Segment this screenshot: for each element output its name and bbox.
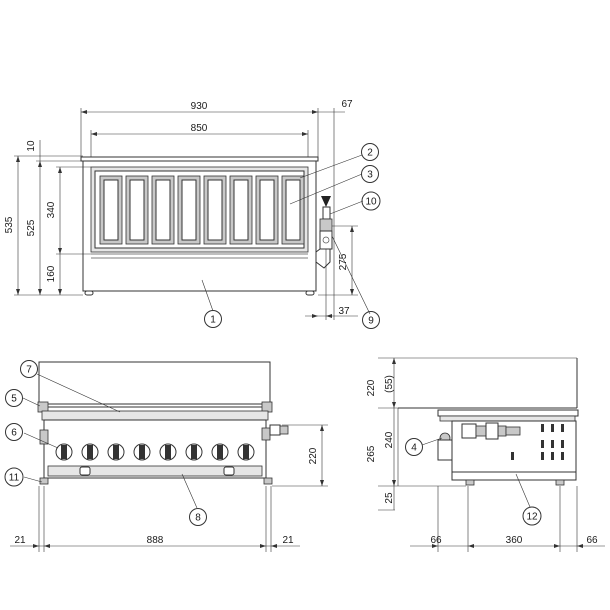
dim-side-depth: 360 — [506, 535, 523, 546]
dim-side-right: 66 — [586, 535, 598, 546]
svg-text:8: 8 — [195, 513, 201, 524]
svg-text:6: 6 — [11, 428, 17, 439]
callout-10: 10 — [361, 191, 381, 211]
callout-1: 1 — [204, 310, 222, 328]
callout-9: 9 — [362, 311, 380, 329]
front-view: 930 850 67 — [4, 99, 371, 320]
svg-text:12: 12 — [526, 512, 538, 523]
side-vents — [511, 424, 564, 460]
dim-side-left: 66 — [430, 535, 442, 546]
dim-right-margin: 21 — [282, 535, 294, 546]
dim-side-height: 265 — [366, 445, 377, 462]
svg-text:2: 2 — [367, 148, 373, 159]
callout-12: 12 — [522, 506, 542, 526]
dim-side-foot: 25 — [384, 492, 395, 504]
callout-6: 6 — [5, 423, 23, 441]
svg-text:10: 10 — [365, 197, 377, 208]
svg-text:7: 7 — [26, 365, 32, 376]
control-knobs — [55, 443, 255, 461]
callout-7: 7 — [20, 360, 38, 378]
callout-5: 5 — [5, 389, 23, 407]
callout-3: 3 — [361, 165, 379, 183]
dim-side-top: 220 — [366, 379, 377, 396]
svg-text:11: 11 — [9, 473, 20, 484]
dim-pipe-offset: 67 — [341, 99, 353, 110]
svg-text:5: 5 — [11, 394, 17, 405]
dim-inlet-depth: 37 — [338, 306, 350, 317]
dim-lower-height: 220 — [308, 447, 319, 464]
svg-text:9: 9 — [368, 316, 374, 327]
dim-overall-width: 930 — [191, 101, 208, 112]
dim-inlet-height: 275 — [338, 253, 349, 270]
svg-text:3: 3 — [367, 170, 373, 181]
front-top-rim — [80, 156, 319, 162]
svg-text:1: 1 — [210, 315, 216, 326]
callout-2: 2 — [361, 143, 379, 161]
side-view: 220 (55) 265 240 25 66 360 66 — [366, 357, 605, 552]
dim-side-top-ref: (55) — [384, 375, 395, 393]
callout-11: 11 — [4, 467, 24, 487]
dim-side-mid: 240 — [384, 431, 395, 448]
dim-grill-width: 850 — [191, 123, 208, 134]
lower-front-view: 220 21 888 21 — [10, 361, 328, 552]
dim-span: 888 — [147, 535, 164, 546]
lower-top-panel — [38, 361, 271, 405]
gas-inlet — [315, 196, 333, 269]
drip-tray — [47, 465, 263, 477]
callouts: 1 2 3 10 9 7 5 6 11 8 4 12 — [4, 143, 542, 526]
dim-base-height: 160 — [46, 265, 57, 282]
dim-left-margin: 21 — [14, 535, 26, 546]
grill-elements — [99, 175, 305, 245]
dim-overall-height: 535 — [4, 216, 15, 233]
callout-8: 8 — [189, 508, 207, 526]
side-gas-valve — [437, 422, 521, 461]
svg-text:4: 4 — [411, 443, 417, 454]
dim-top-edge: 10 — [26, 140, 37, 152]
callout-4: 4 — [405, 438, 423, 456]
dim-body-height: 525 — [26, 219, 37, 236]
dim-grill-height: 340 — [46, 201, 57, 218]
